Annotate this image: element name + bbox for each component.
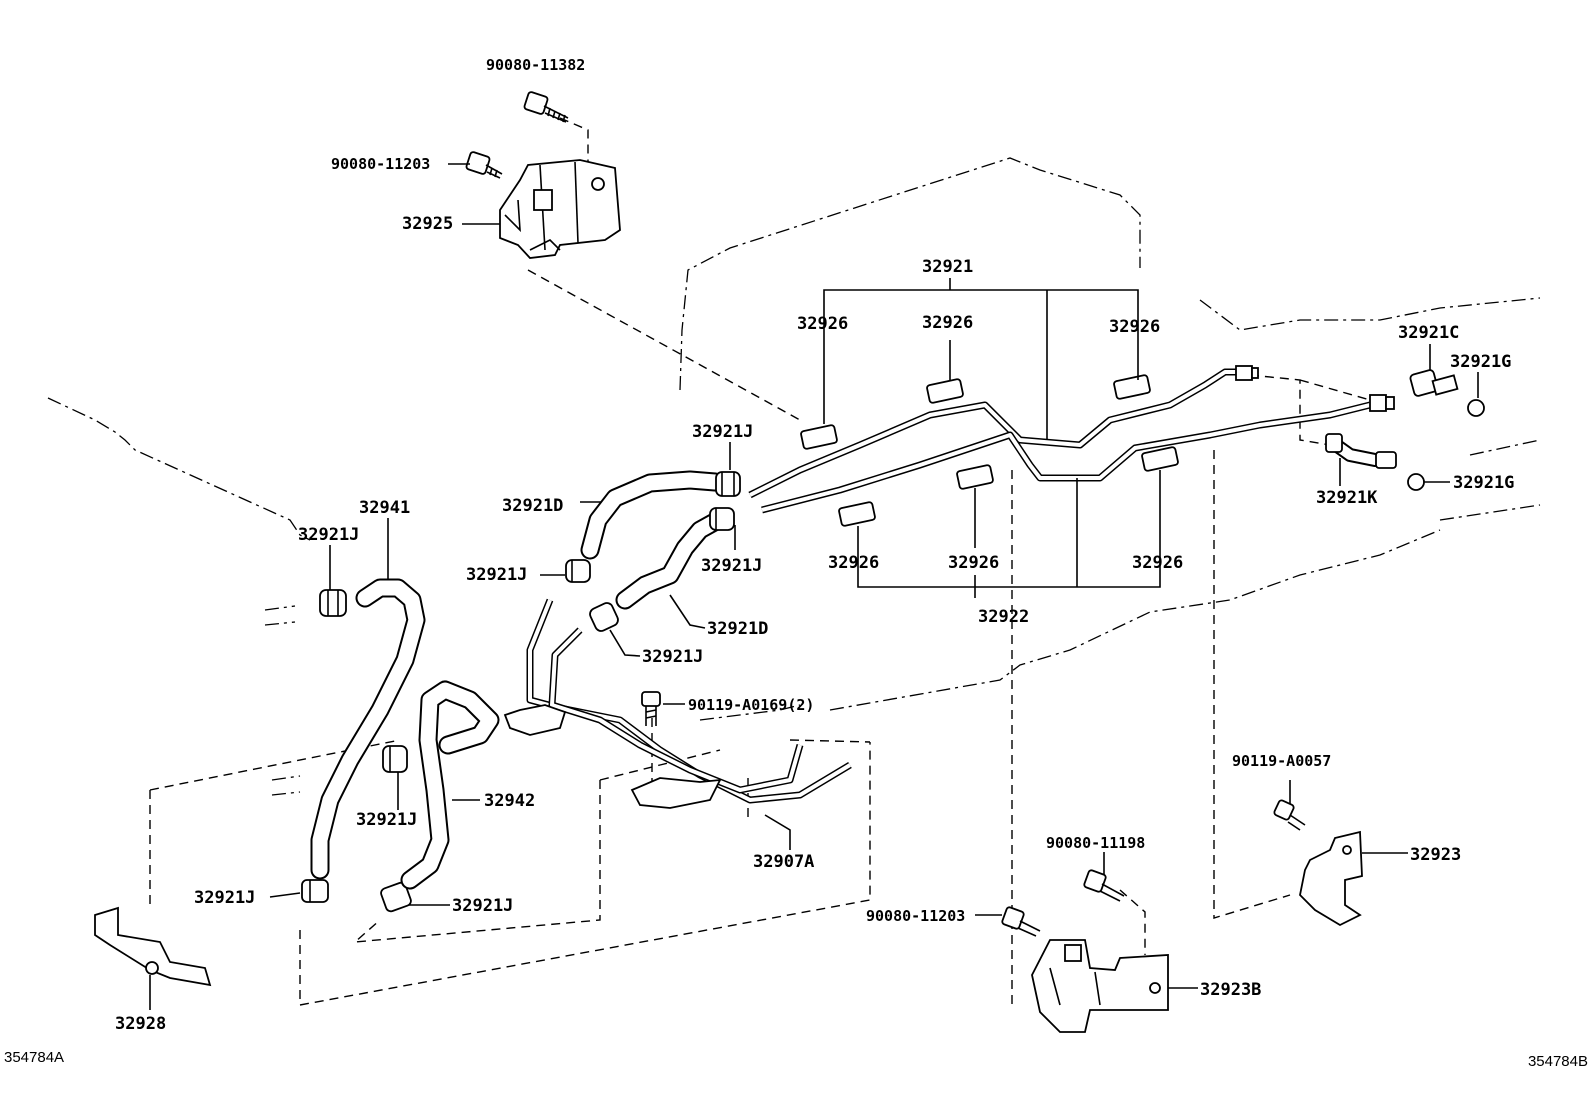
bolt-90080-11203-bottom [1001,906,1041,937]
label-32921J-5: 32921J [298,525,359,545]
hose-32942 [400,680,500,890]
figure-ref-right: 354784B [1528,1053,1588,1070]
label-32926-f: 32926 [1132,553,1183,573]
label-32921J-6: 32921J [356,810,417,830]
label-32941: 32941 [359,498,410,518]
label-32921G-b: 32921G [1453,473,1514,493]
leader-lines [149,278,1479,1010]
bracket-32928 [94,906,212,987]
bracket-32923 [1299,830,1363,927]
label-32921K: 32921K [1316,488,1378,508]
figure-ref-left: 354784A [4,1049,64,1066]
bolt-90119-A0169 [641,691,661,726]
label-32921J-1: 32921J [692,422,753,442]
label-32926-a: 32926 [797,314,848,334]
label-32926-d: 32926 [828,553,879,573]
label-32921J-8: 32921J [452,896,513,916]
bolt-90080-11198 [1083,869,1125,902]
label-32921G-a: 32921G [1450,352,1511,372]
label-32907A: 32907A [753,852,814,872]
label-32921J-4: 32921J [642,647,703,667]
label-32921C: 32921C [1398,323,1459,343]
bracket-32923B [1031,939,1169,1033]
bolt-90119-A0057 [1273,799,1306,831]
label-32923B: 32923B [1200,980,1261,1000]
label-32921J-3: 32921J [701,556,762,576]
label-90119-A0169: 90119-A0169(2) [688,696,814,714]
label-90080-11203-bottom: 90080-11203 [866,907,965,925]
hoses-32921D [580,470,728,610]
bracket-32925 [499,159,621,259]
label-90080-11382: 90080-11382 [486,56,585,74]
fuel-tube-assembly [748,365,1395,514]
label-32921D-a: 32921D [502,496,563,516]
label-90119-A0057: 90119-A0057 [1232,752,1331,770]
part-labels: 90080-11382 90080-11203 32925 32921 3292… [115,56,1514,1034]
label-32922: 32922 [978,607,1029,627]
label-32921: 32921 [922,257,973,277]
label-32921D-b: 32921D [707,619,768,639]
label-32925: 32925 [402,214,453,234]
label-32921J-7: 32921J [194,888,255,908]
label-32921J-2: 32921J [466,565,527,585]
label-32928: 32928 [115,1014,166,1034]
label-32926-b: 32926 [922,313,973,333]
hose-32941 [310,578,426,880]
pipe-assembly-32907A [503,598,852,809]
label-90080-11198: 90080-11198 [1046,834,1145,852]
fittings-right [1325,369,1485,491]
grommets-32926 [800,374,1179,527]
bolt-90080-11203-top [465,151,503,179]
label-32923: 32923 [1410,845,1461,865]
label-32926-e: 32926 [948,553,999,573]
bolt-90080-11382 [523,91,569,123]
label-90080-11203-top: 90080-11203 [331,155,430,173]
label-32926-c: 32926 [1109,317,1160,337]
label-32942: 32942 [484,791,535,811]
chassis-outline [47,157,1541,796]
clamps-32921J [301,471,741,913]
